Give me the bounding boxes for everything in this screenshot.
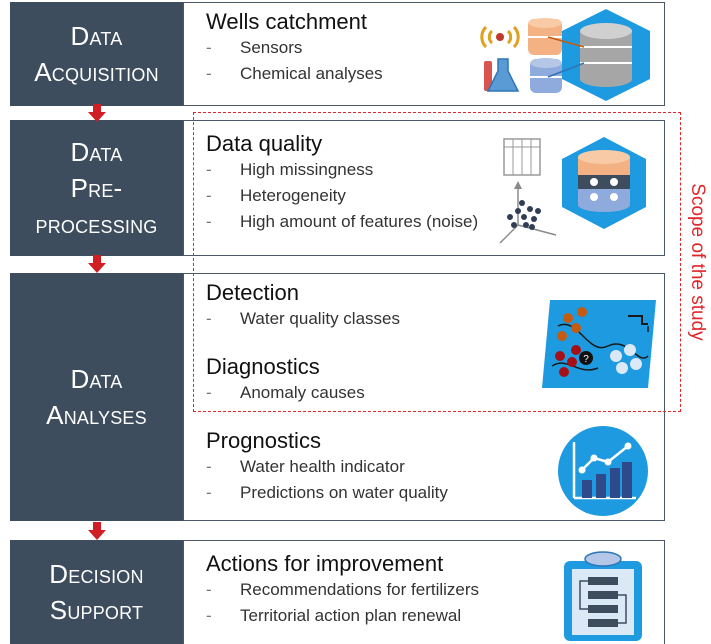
scope-label: Scope of the study — [687, 183, 708, 341]
down-arrow-icon — [88, 104, 106, 122]
database-icon — [562, 9, 650, 101]
wells-catchment-section: Wells catchment -Sensors -Chemical analy… — [206, 9, 383, 87]
list-item: -High amount of features (noise) — [206, 212, 479, 231]
stage-line: Analyses — [46, 400, 147, 430]
down-arrow-icon — [88, 255, 106, 273]
svg-text:?: ? — [583, 354, 589, 365]
connector-arrow-icon — [547, 36, 585, 78]
sensor-icon — [480, 18, 562, 55]
scope-box — [193, 112, 681, 412]
list-item: -Territorial action plan renewal — [206, 606, 462, 625]
section-title: Prognostics — [206, 428, 321, 453]
table-icon — [503, 138, 541, 176]
list-item: -Chemical analyses — [206, 64, 383, 83]
panel-analyses: Detection -Water quality classes Diagnos… — [183, 273, 665, 521]
t-axis-label: t — [636, 501, 639, 513]
list-item: -Heterogeneity — [206, 186, 346, 205]
stage-line: Decision — [49, 559, 144, 589]
section-title: Diagnostics — [206, 354, 320, 379]
section-title: Detection — [206, 280, 299, 305]
cluster-map-icon: ? — [542, 300, 656, 388]
list-item: -Recommendations for fertilizers — [206, 580, 480, 599]
list-item: -High missingness — [206, 160, 374, 179]
list-item: -Predictions on water quality — [206, 483, 448, 502]
trend-chart-icon: t — [558, 426, 648, 516]
stage-line: Pre- — [70, 173, 123, 203]
list-item: -Anomaly causes — [206, 383, 365, 402]
stage-line: Data — [70, 137, 123, 167]
scatter-icon — [499, 181, 557, 244]
panel-acquisition: Wells catchment -Sensors -Chemical analy… — [183, 2, 665, 106]
list-item: -Water quality classes — [206, 309, 400, 328]
stage-line: Data — [70, 21, 123, 51]
section-title: Actions for improvement — [206, 551, 444, 576]
stage-data-acquisition: Data Acquisition — [10, 2, 183, 106]
database-processing-icon — [562, 137, 646, 229]
stage-line: Data — [70, 364, 123, 394]
stage-data-preprocessing: Data Pre- processing — [10, 120, 183, 256]
panel-decision: Actions for improvement -Recommendations… — [183, 540, 665, 644]
actions-section: Actions for improvement -Recommendations… — [206, 551, 479, 629]
diagnostics-section: Diagnostics -Anomaly causes — [206, 354, 365, 406]
section-title: Wells catchment — [206, 9, 367, 34]
list-item: -Water health indicator — [206, 457, 405, 476]
stage-decision-support: Decision Support — [10, 540, 183, 644]
stage-line: processing — [35, 209, 158, 239]
flask-icon — [484, 58, 562, 93]
detection-section: Detection -Water quality classes — [206, 280, 400, 332]
clipboard-icon — [564, 551, 642, 641]
stage-data-analyses: Data Analyses — [10, 273, 183, 521]
down-arrow-icon — [88, 522, 106, 540]
stage-line: Acquisition — [34, 57, 159, 87]
list-item: -Sensors — [206, 38, 303, 57]
data-quality-section: Data quality -High missingness -Heteroge… — [206, 131, 478, 235]
panel-preprocessing: Data quality -High missingness -Heteroge… — [183, 120, 665, 256]
stage-line: Support — [49, 595, 144, 625]
section-title: Data quality — [206, 131, 323, 156]
prognostics-section: Prognostics -Water health indicator -Pre… — [206, 428, 448, 506]
